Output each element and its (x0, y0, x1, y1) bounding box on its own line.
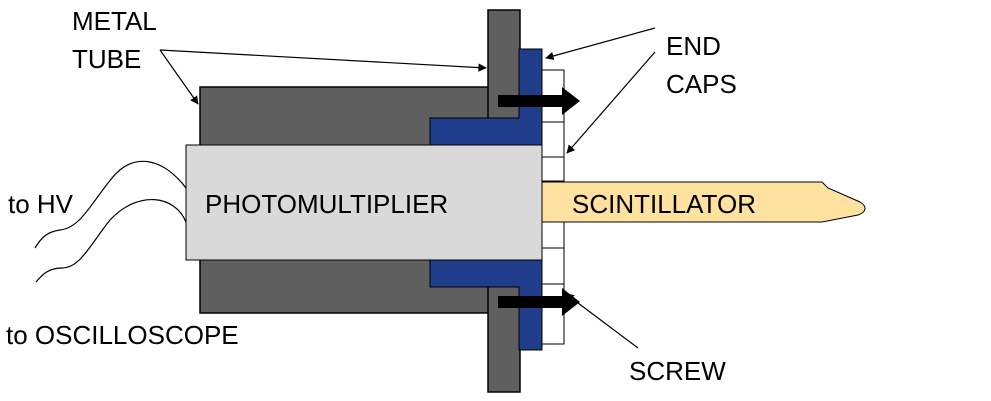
pointer-lines (159, 27, 656, 349)
metal-tube-label-line2: TUBE (72, 44, 141, 74)
screw-label: SCREW (629, 356, 726, 386)
screw-pointer (565, 293, 639, 349)
end-caps-pointer-white (566, 51, 656, 154)
to-hv-label: to HV (8, 189, 74, 219)
photomultiplier-label: PHOTOMULTIPLIER (205, 189, 448, 219)
scintillator-label: SCINTILLATOR (572, 189, 756, 219)
end-caps-label-line2: CAPS (666, 69, 737, 99)
end-cap-white-4 (541, 219, 565, 249)
to-oscilloscope-label: to OSCILLOSCOPE (6, 320, 239, 350)
end-cap-white-5 (541, 247, 565, 285)
metal-tube-pointer-to-tube (159, 49, 199, 105)
end-cap-white-2 (541, 121, 565, 158)
end-cap-white-6 (541, 283, 565, 345)
end-cap-white-3 (541, 156, 565, 182)
metal-tube-label-line1: METAL (72, 6, 157, 36)
photomultiplier-body (185, 144, 543, 261)
screw-top (498, 87, 580, 115)
wire-hv (34, 160, 187, 249)
metal-tube-pointer-to-flange (159, 49, 487, 72)
scintillator-rod (541, 181, 866, 223)
wire-oscilloscope (35, 198, 187, 283)
end-caps-pointer-blue (545, 27, 656, 61)
end-caps-label-line1: END (666, 31, 721, 61)
